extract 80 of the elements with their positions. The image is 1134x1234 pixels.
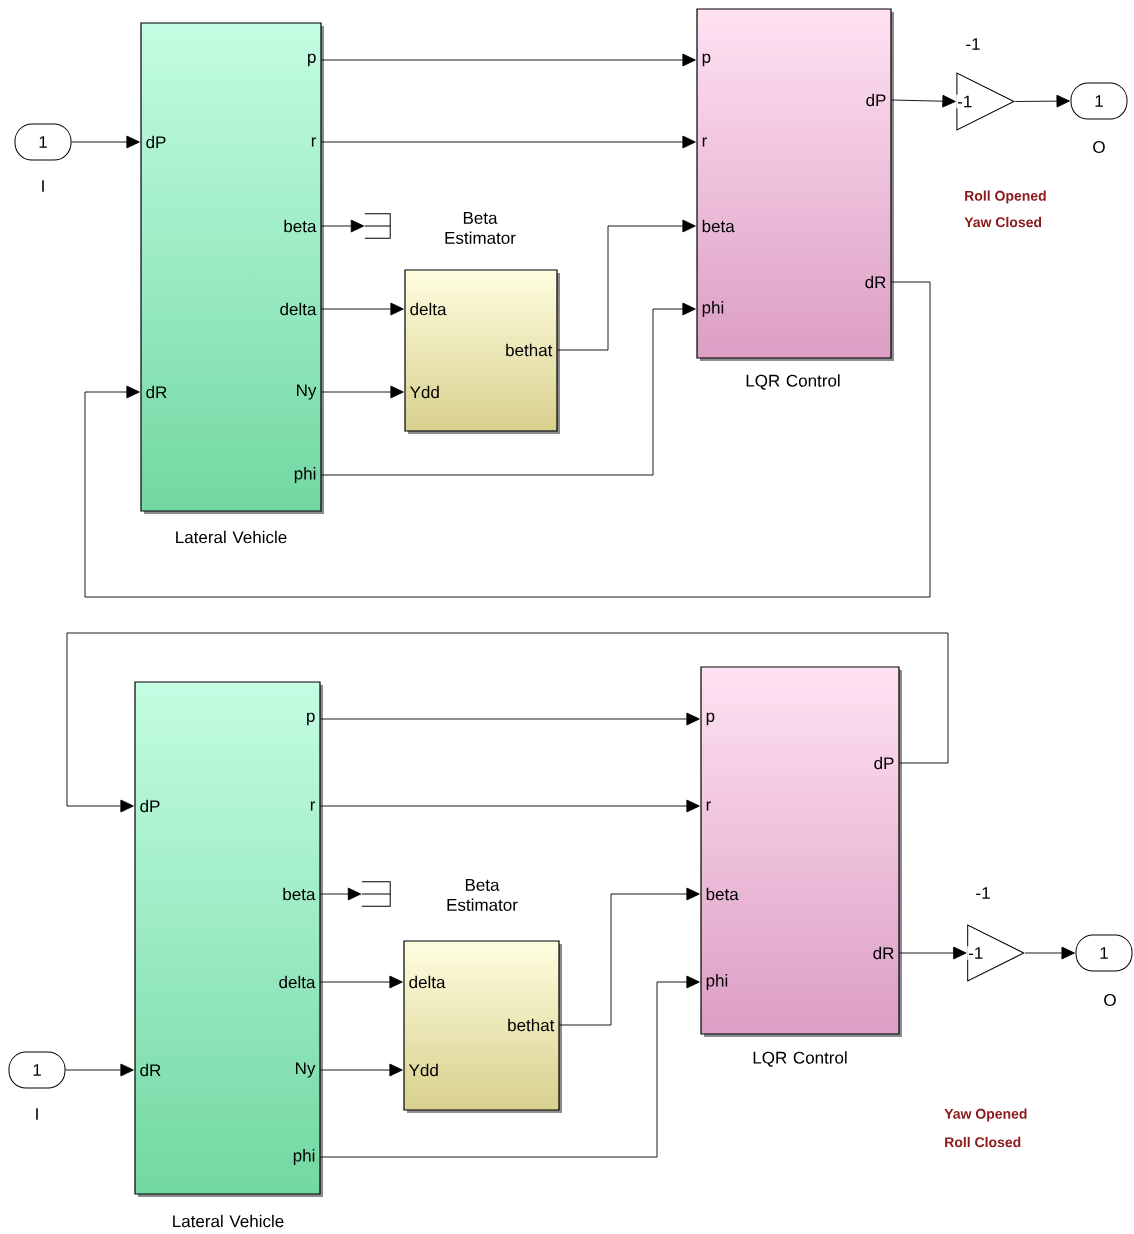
arrow (321, 53, 696, 67)
inport-block: 1 (14, 123, 72, 161)
port-label: phi (293, 1149, 315, 1165)
port-label: bethat (508, 1018, 555, 1032)
port-label: p (706, 712, 715, 726)
port-label: delta (410, 302, 447, 316)
port-label: r (706, 801, 711, 811)
arrow (320, 1063, 403, 1077)
arrow (66, 632, 949, 813)
block-name: Beta Estimator (447, 879, 518, 911)
arrow (1024, 946, 1075, 960)
port-label: dR (873, 946, 894, 960)
note-text: Yaw Opened (944, 1108, 1027, 1122)
arrow (321, 219, 365, 233)
port-label: Ydd (409, 1063, 438, 1077)
port-label: r (310, 801, 316, 811)
port-label: delta (279, 975, 316, 989)
block-name: Lateral Vehicle (173, 1214, 284, 1228)
arrow (891, 94, 956, 108)
block-name: Beta Estimator (445, 212, 516, 244)
port-label: phi (706, 974, 728, 990)
port-label: r (311, 137, 317, 147)
outport-block: 1 (1075, 934, 1133, 972)
arrow (320, 712, 700, 726)
port-label: delta (280, 302, 317, 316)
port-label: Ydd (410, 385, 439, 399)
arrow (1014, 94, 1070, 108)
port-name: I (42, 180, 44, 192)
block-name: LQR Control (753, 1051, 847, 1067)
arrow (321, 135, 696, 149)
terminator-symbol (364, 213, 391, 239)
note-text: Roll Opened (965, 190, 1046, 204)
note-text: Roll Closed (945, 1136, 1021, 1148)
port-label: Ny (297, 384, 317, 400)
arrow (65, 1063, 134, 1077)
port-label: delta (409, 975, 446, 989)
port-label: dR (140, 1063, 161, 1077)
port-label: p (307, 712, 315, 726)
port-label: dP (140, 799, 160, 813)
port-label: dR (865, 275, 886, 289)
port-name: O (1104, 994, 1116, 1007)
arrow (557, 219, 696, 351)
port-label: dP (146, 135, 166, 149)
port-label: bethat (506, 343, 553, 357)
port-label: beta (706, 887, 739, 901)
port-label: dP (874, 756, 894, 770)
gain-block: -1 (956, 72, 1015, 131)
arrow (84, 281, 931, 598)
terminator-symbol (361, 881, 391, 907)
port-label: r (702, 137, 707, 147)
port-label: beta (702, 219, 735, 233)
arrow (321, 385, 404, 399)
block-name: Lateral Vehicle (176, 530, 287, 544)
arrow (320, 799, 700, 813)
port-name: I (36, 1108, 38, 1120)
arrow (899, 946, 967, 960)
port-label: p (702, 53, 711, 67)
inport-block: 1 (8, 1051, 66, 1089)
port-name: O (1093, 141, 1105, 154)
arrow (320, 887, 362, 901)
port-label: p (308, 53, 316, 67)
arrow (321, 302, 404, 316)
arrow (321, 302, 696, 476)
arrow (320, 975, 403, 989)
arrow (559, 887, 700, 1026)
port-label: Ny (296, 1062, 316, 1078)
port-label: beta (283, 887, 316, 901)
block-name: LQR Control (746, 374, 840, 390)
port-label: phi (702, 301, 724, 317)
port-label: dP (866, 93, 886, 107)
port-label: dR (146, 385, 167, 399)
outport-block: 1 (1070, 82, 1128, 120)
gain-block: -1 (967, 924, 1025, 982)
gain-value: -1 (976, 887, 990, 899)
port-label: beta (284, 219, 317, 233)
arrow (71, 135, 140, 149)
port-label: phi (294, 467, 316, 483)
gain-value: -1 (966, 38, 980, 50)
note-text: Yaw Closed (964, 216, 1042, 228)
arrow (320, 975, 700, 1158)
